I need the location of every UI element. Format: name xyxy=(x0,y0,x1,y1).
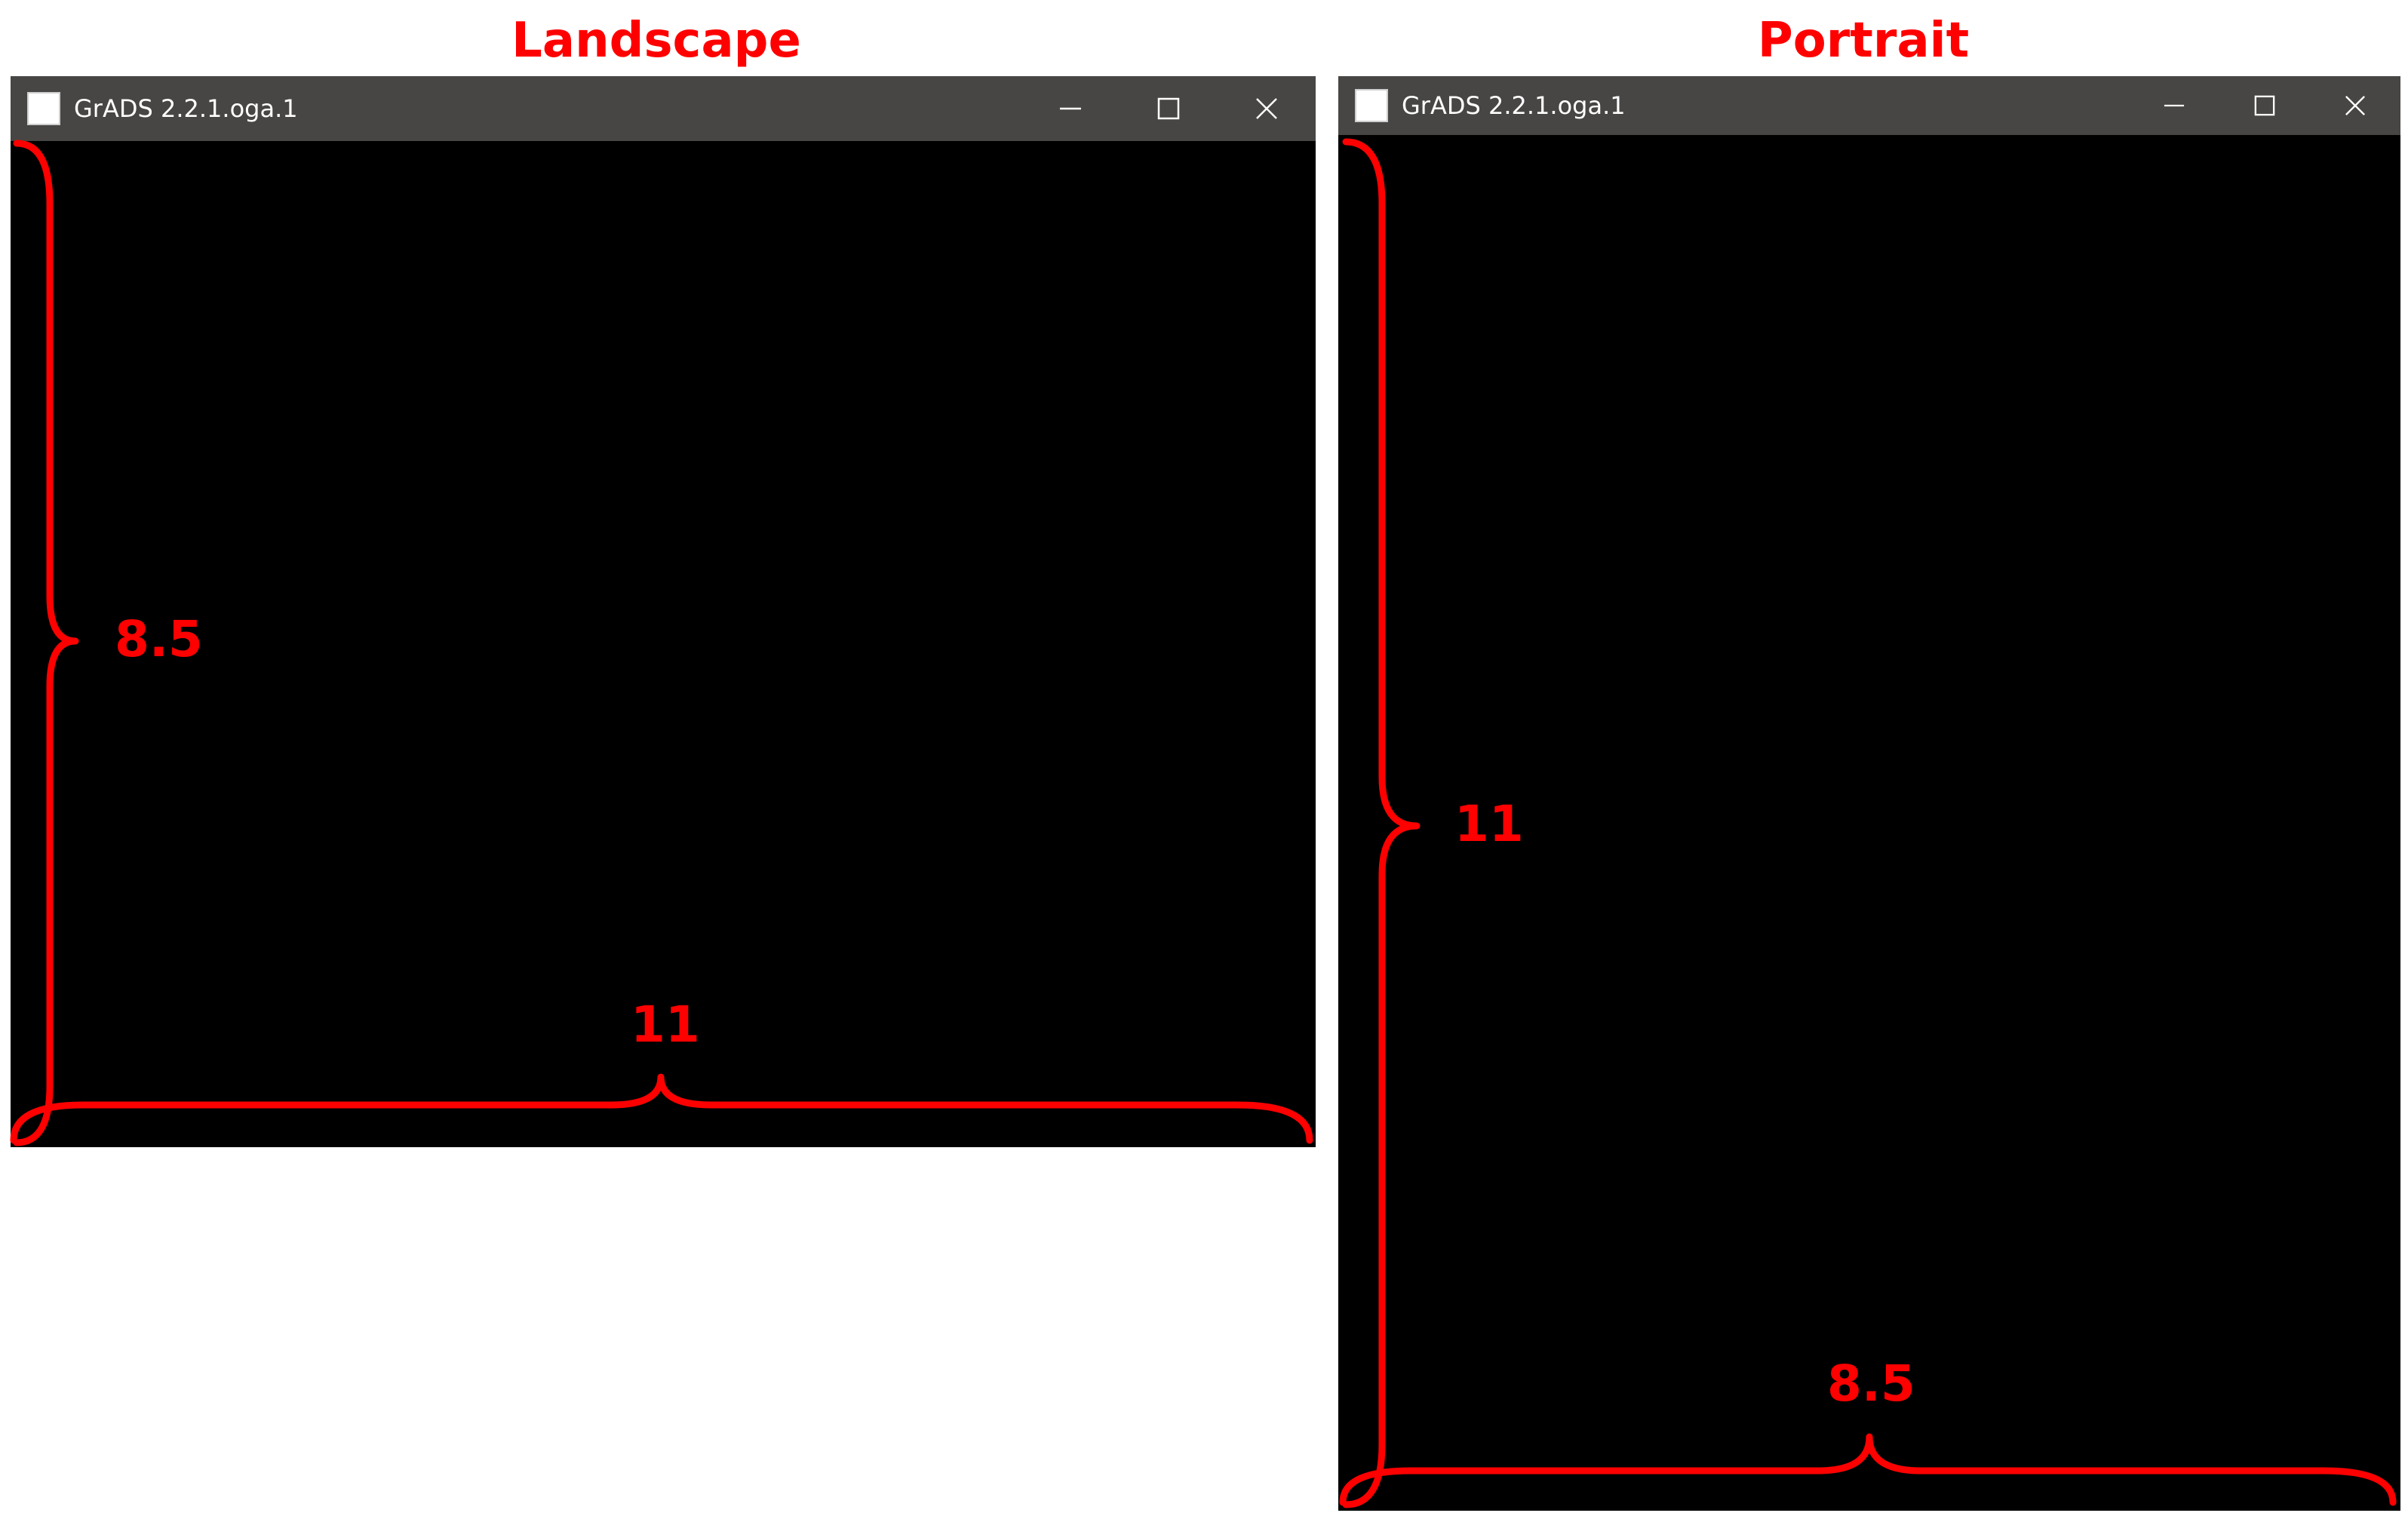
portrait-window: GrADS 2.2.1.oga.1 xyxy=(1338,76,2400,1511)
portrait-minimize-button[interactable] xyxy=(2129,76,2219,135)
portrait-heading: Portrait xyxy=(1757,13,1970,69)
portrait-titlebar[interactable]: GrADS 2.2.1.oga.1 xyxy=(1338,76,2400,135)
minimize-icon xyxy=(1060,107,1081,110)
landscape-width-label: 11 xyxy=(631,996,700,1054)
app-icon xyxy=(27,92,60,125)
maximize-icon xyxy=(1157,97,1180,120)
close-icon xyxy=(1256,98,1277,119)
landscape-maximize-button[interactable] xyxy=(1120,76,1218,141)
landscape-minimize-button[interactable] xyxy=(1021,76,1120,141)
portrait-width-label: 8.5 xyxy=(1827,1355,1915,1413)
portrait-maximize-button[interactable] xyxy=(2219,76,2310,135)
landscape-canvas[interactable] xyxy=(11,141,1316,1147)
app-icon xyxy=(1355,89,1388,122)
landscape-heading: Landscape xyxy=(511,13,801,69)
minimize-icon xyxy=(2164,104,2185,107)
landscape-close-button[interactable] xyxy=(1218,76,1316,141)
maximize-icon xyxy=(2254,95,2275,116)
portrait-height-label: 11 xyxy=(1454,795,1524,853)
landscape-height-label: 8.5 xyxy=(115,610,203,668)
close-icon xyxy=(2345,96,2365,115)
landscape-window: GrADS 2.2.1.oga.1 xyxy=(11,76,1316,1147)
landscape-window-title: GrADS 2.2.1.oga.1 xyxy=(74,94,298,123)
portrait-canvas[interactable] xyxy=(1338,135,2400,1511)
portrait-close-button[interactable] xyxy=(2310,76,2400,135)
landscape-titlebar[interactable]: GrADS 2.2.1.oga.1 xyxy=(11,76,1316,141)
portrait-window-title: GrADS 2.2.1.oga.1 xyxy=(1402,91,1626,120)
